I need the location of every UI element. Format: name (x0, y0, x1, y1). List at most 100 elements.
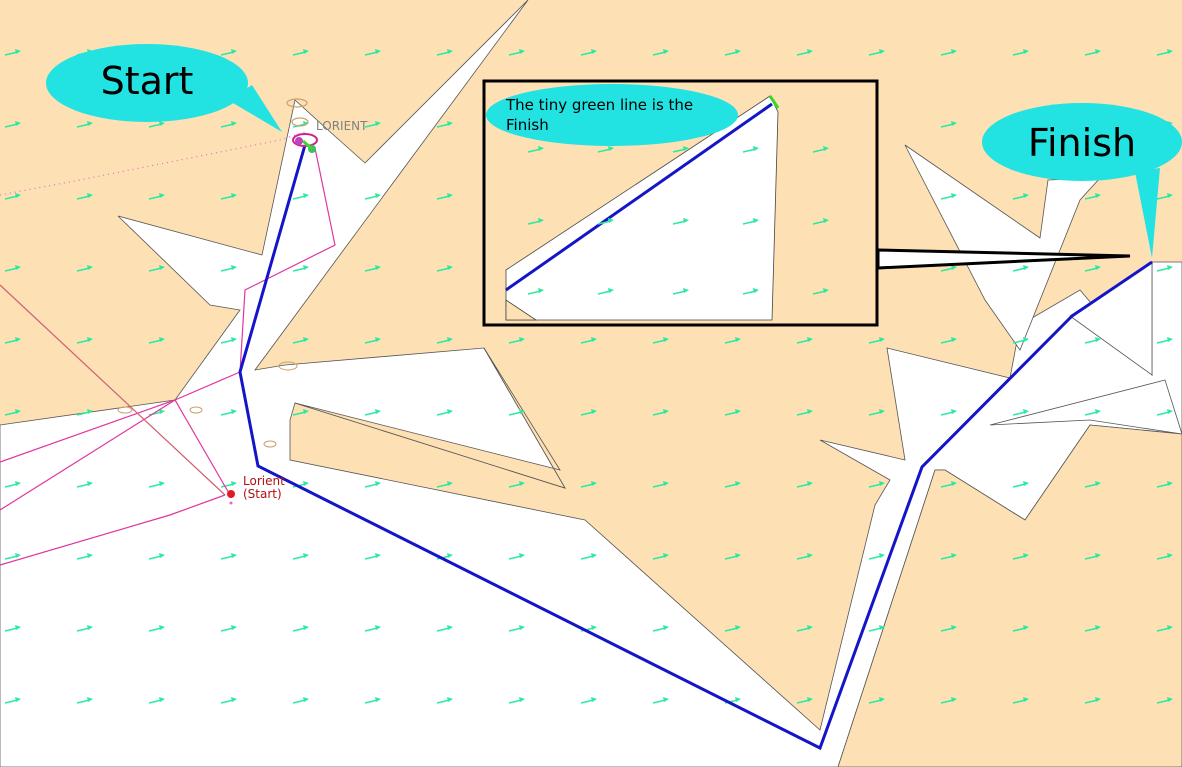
port-label-lower[interactable]: Lorient (243, 474, 285, 488)
wind-arrow-icon (148, 121, 165, 128)
wind-arrow-icon (76, 337, 93, 344)
buoy-markers (117, 361, 298, 448)
wind-arrow-icon (4, 481, 21, 488)
port-label-lower-sub: (Start) (243, 487, 282, 501)
wind-arrow-icon (652, 553, 669, 560)
wind-arrow-icon (940, 697, 957, 704)
wind-arrow-icon (597, 146, 614, 153)
wind-arrow-icon (1012, 49, 1029, 56)
wind-arrow-icon (436, 49, 453, 56)
wind-arrow-icon (436, 121, 453, 128)
note-callout-line-2: Finish (506, 116, 549, 134)
wind-arrow-icon (364, 697, 381, 704)
wind-arrow-icon (796, 49, 813, 56)
wind-arrow-icon (868, 337, 885, 344)
wind-arrow-icon (1084, 697, 1101, 704)
wind-arrow-icon (868, 49, 885, 56)
wind-arrow-icon (4, 697, 21, 704)
wind-arrow-icon (652, 337, 669, 344)
wind-arrow-icon (148, 481, 165, 488)
finish-callout-text: Finish (1028, 121, 1136, 165)
port-label-upper[interactable]: LORIENT (316, 119, 368, 133)
wind-arrow-icon (1156, 409, 1173, 416)
wind-arrow-icon (1012, 697, 1029, 704)
wind-arrows (4, 49, 1173, 704)
wind-arrow-icon (364, 553, 381, 560)
wind-arrow-icon (724, 409, 741, 416)
wind-arrow-icon (868, 553, 885, 560)
wind-arrow-icon (508, 409, 525, 416)
wind-arrow-icon (364, 337, 381, 344)
wind-arrow-icon (220, 49, 237, 56)
note-callout (486, 84, 738, 146)
wind-arrow-icon (1156, 697, 1173, 704)
wind-arrow-icon (292, 49, 309, 56)
wind-arrow-icon (597, 288, 614, 295)
wind-arrow-icon (508, 481, 525, 488)
wind-arrow-icon (796, 553, 813, 560)
wind-arrow-icon (868, 697, 885, 704)
wind-arrow-icon (868, 409, 885, 416)
wind-arrow-icon (724, 481, 741, 488)
inset-route (505, 102, 773, 292)
wind-arrow-icon (220, 553, 237, 560)
wind-arrow-icon (812, 288, 829, 295)
wind-arrow-icon (597, 218, 614, 225)
wind-arrow-icon (1156, 481, 1173, 488)
wind-arrow-icon (1084, 265, 1101, 272)
wind-arrow-icon (796, 409, 813, 416)
wind-arrow-icon (364, 265, 381, 272)
wind-arrow-icon (436, 265, 453, 272)
start-marker-icon[interactable] (227, 490, 235, 498)
wind-arrow-icon (940, 193, 957, 200)
wind-arrow-icon (1084, 625, 1101, 632)
wind-arrow-icon (652, 409, 669, 416)
wind-arrow-icon (292, 697, 309, 704)
wind-arrow-icon (940, 49, 957, 56)
wind-arrow-icon (292, 193, 309, 200)
wind-arrow-icon (76, 625, 93, 632)
wind-arrow-icon (4, 121, 21, 128)
wind-arrow-icon (220, 121, 237, 128)
wind-arrow-icon (1156, 625, 1173, 632)
wind-arrow-icon (364, 409, 381, 416)
water-right-lower (989, 379, 1182, 435)
wind-arrow-icon (724, 49, 741, 56)
wind-arrow-icon (436, 193, 453, 200)
wind-arrow-icon (220, 697, 237, 704)
wind-arrow-icon (364, 481, 381, 488)
wind-arrow-icon (76, 553, 93, 560)
alt-route-3 (0, 399, 231, 511)
wind-arrow-icon (940, 553, 957, 560)
wind-arrow-icon (4, 625, 21, 632)
wind-arrow-icon (796, 697, 813, 704)
wind-arrow-icon (812, 146, 829, 153)
wind-arrow-icon (508, 697, 525, 704)
wind-arrow-icon (1156, 193, 1173, 200)
wind-arrow-icon (940, 337, 957, 344)
wind-arrow-icon (292, 265, 309, 272)
wind-arrow-icon (76, 697, 93, 704)
wind-arrow-icon (1084, 193, 1101, 200)
wind-arrow-icon (292, 625, 309, 632)
wind-arrow-icon (1012, 481, 1029, 488)
inset-wind-arrows (527, 146, 829, 295)
wind-arrow-icon (76, 193, 93, 200)
wind-arrow-icon (724, 625, 741, 632)
wind-arrow-icon (796, 337, 813, 344)
wind-arrow-icon (1156, 49, 1173, 56)
wind-arrow-icon (364, 625, 381, 632)
wind-arrow-icon (580, 553, 597, 560)
wind-arrow-icon (436, 409, 453, 416)
wind-arrow-icon (742, 146, 759, 153)
wind-arrow-icon (1084, 481, 1101, 488)
wind-arrow-icon (652, 481, 669, 488)
wind-arrow-icon (148, 193, 165, 200)
wind-arrow-icon (292, 409, 309, 416)
wind-arrow-icon (76, 121, 93, 128)
wind-arrow-icon (868, 481, 885, 488)
wind-arrow-icon (364, 121, 381, 128)
wind-arrow-icon (527, 218, 544, 225)
wind-arrow-icon (4, 49, 21, 56)
